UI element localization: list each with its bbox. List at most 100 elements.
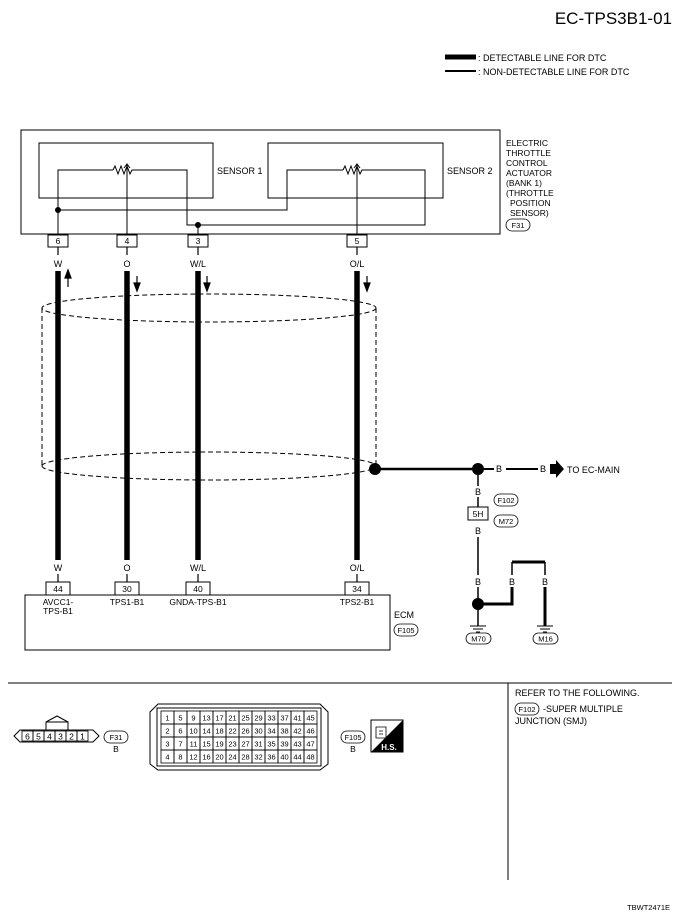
- shield-outline: [41, 293, 377, 481]
- f31-pin: 2: [69, 732, 74, 742]
- legend: : DETECTABLE LINE FOR DTC : NON-DETECTAB…: [445, 53, 630, 77]
- refer-connector-id: F102: [518, 705, 535, 714]
- f105-pin: 14: [202, 727, 210, 736]
- f105-pin: 7: [178, 740, 182, 749]
- drain-wire-color-2: B: [540, 464, 546, 474]
- f105-pin: 11: [190, 740, 198, 749]
- ground-label: M16: [538, 635, 553, 644]
- f105-pin: 17: [215, 714, 223, 723]
- diagram-title: EC-TPS3B1-01: [555, 9, 672, 28]
- f105-pin: 3: [165, 740, 169, 749]
- ecm-terminal-name: TPS1-B1: [110, 597, 145, 607]
- f105-pin: 32: [254, 753, 262, 762]
- sensor2-box: [267, 142, 444, 199]
- refer-text: JUNCTION (SMJ): [515, 716, 587, 726]
- to-ec-main-label: TO EC-MAIN: [567, 465, 620, 475]
- f105-pin: 22: [228, 727, 236, 736]
- ecm-label: ECM: [394, 610, 414, 620]
- ecm-pin: 34: [352, 584, 362, 594]
- f105-pin: 10: [189, 727, 197, 736]
- wire-color-label: O/L: [350, 563, 365, 573]
- shield-splice: [472, 463, 484, 475]
- actuator-label-line: THROTTLE: [506, 148, 551, 158]
- f31-connector-face: 6 5 4 3 2 1: [13, 715, 100, 743]
- ground-wire-color: B: [542, 577, 548, 587]
- legend-detectable: : DETECTABLE LINE FOR DTC: [478, 53, 607, 63]
- ecm-terminal-name: AVCC1-: [43, 597, 74, 607]
- f105-pin: 47: [306, 740, 314, 749]
- f105-pin: 42: [293, 727, 301, 736]
- actuator-pins: 6 4 3 5: [47, 234, 368, 248]
- f105-pin: 20: [215, 753, 223, 762]
- f31-connector-id: F31: [110, 733, 123, 742]
- f31-pin: 5: [36, 732, 41, 742]
- f105-pin: 33: [267, 714, 275, 723]
- actuator-label-line: (THROTTLE: [506, 188, 554, 198]
- f105-pin: 9: [191, 714, 195, 723]
- f105-pin: 16: [202, 753, 210, 762]
- ecm-pin: 44: [53, 584, 63, 594]
- f105-pin: 45: [306, 714, 314, 723]
- to-arrow-icon: [550, 460, 564, 478]
- f105-color: B: [350, 744, 356, 754]
- junction-pin: 5H: [473, 509, 484, 519]
- f105-pin: 4: [165, 753, 169, 762]
- ground-splice: [472, 598, 484, 610]
- wire-color-label: W/L: [190, 563, 206, 573]
- f31-pin: 6: [25, 732, 30, 742]
- ecm-terminal-name: TPS-B1: [43, 606, 73, 616]
- f105-pin: 12: [189, 753, 197, 762]
- sensor2-label: SENSOR 2: [447, 166, 493, 176]
- f105-pin: 46: [306, 727, 314, 736]
- footer-code: TBWT2471E: [627, 903, 670, 912]
- wire-color-label: W: [54, 563, 63, 573]
- ecm-connector-id: F105: [397, 626, 414, 635]
- ground-wire-color: B: [475, 577, 481, 587]
- f105-connector-face: [149, 703, 329, 771]
- f105-pin: 29: [254, 714, 262, 723]
- drain-color-b: B: [475, 487, 481, 497]
- drain-wire-color: B: [496, 464, 502, 474]
- hs-label: H.S.: [381, 743, 397, 752]
- f105-pin: 8: [178, 753, 182, 762]
- f105-pin: 48: [306, 753, 314, 762]
- refer-heading: REFER TO THE FOLLOWING.: [515, 688, 640, 698]
- junction-connector-top: F102: [497, 496, 514, 505]
- signal-arrows: [64, 268, 371, 293]
- f105-pin: 2: [165, 727, 169, 736]
- f105-pin: 26: [241, 727, 249, 736]
- f105-pin: 21: [228, 714, 236, 723]
- ground-icon: [470, 625, 486, 633]
- f105-pin: 37: [280, 714, 288, 723]
- ground-label: M70: [471, 635, 486, 644]
- splice-dot: [55, 207, 61, 213]
- ecm-terminal-name: GNDA-TPS-B1: [169, 597, 226, 607]
- f31-color: B: [113, 744, 119, 754]
- f105-pin: 1: [165, 714, 169, 723]
- actuator-label-line: CONTROL: [506, 158, 548, 168]
- ecm-terminal-name: TPS2-B1: [340, 597, 375, 607]
- f105-pin: 28: [241, 753, 249, 762]
- ecm-pin: 40: [193, 584, 203, 594]
- actuator-box: [20, 129, 501, 235]
- f105-pin: 23: [228, 740, 236, 749]
- f31-pin: 1: [80, 732, 85, 742]
- actuator-label-line: SENSOR): [510, 208, 549, 218]
- f105-pin: 13: [202, 714, 210, 723]
- f105-pin: 38: [280, 727, 288, 736]
- f105-pin: 24: [228, 753, 236, 762]
- sensor1-box: [38, 142, 214, 199]
- f105-pin: 15: [202, 740, 210, 749]
- f105-pin: 41: [293, 714, 301, 723]
- actuator-label: ELECTRIC THROTTLE CONTROL ACTUATOR (BANK…: [505, 138, 554, 232]
- actuator-connector-id: F31: [512, 221, 525, 230]
- f105-pin: 5: [178, 714, 182, 723]
- wire-color-label: O: [123, 259, 130, 269]
- f105-pin: 6: [178, 727, 182, 736]
- refer-text: -SUPER MULTIPLE: [543, 704, 623, 714]
- wire-color-label: W/L: [190, 259, 206, 269]
- legend-non-detectable: : NON-DETECTABLE LINE FOR DTC: [478, 67, 630, 77]
- harness-connector-icon: H.S.: [370, 719, 404, 753]
